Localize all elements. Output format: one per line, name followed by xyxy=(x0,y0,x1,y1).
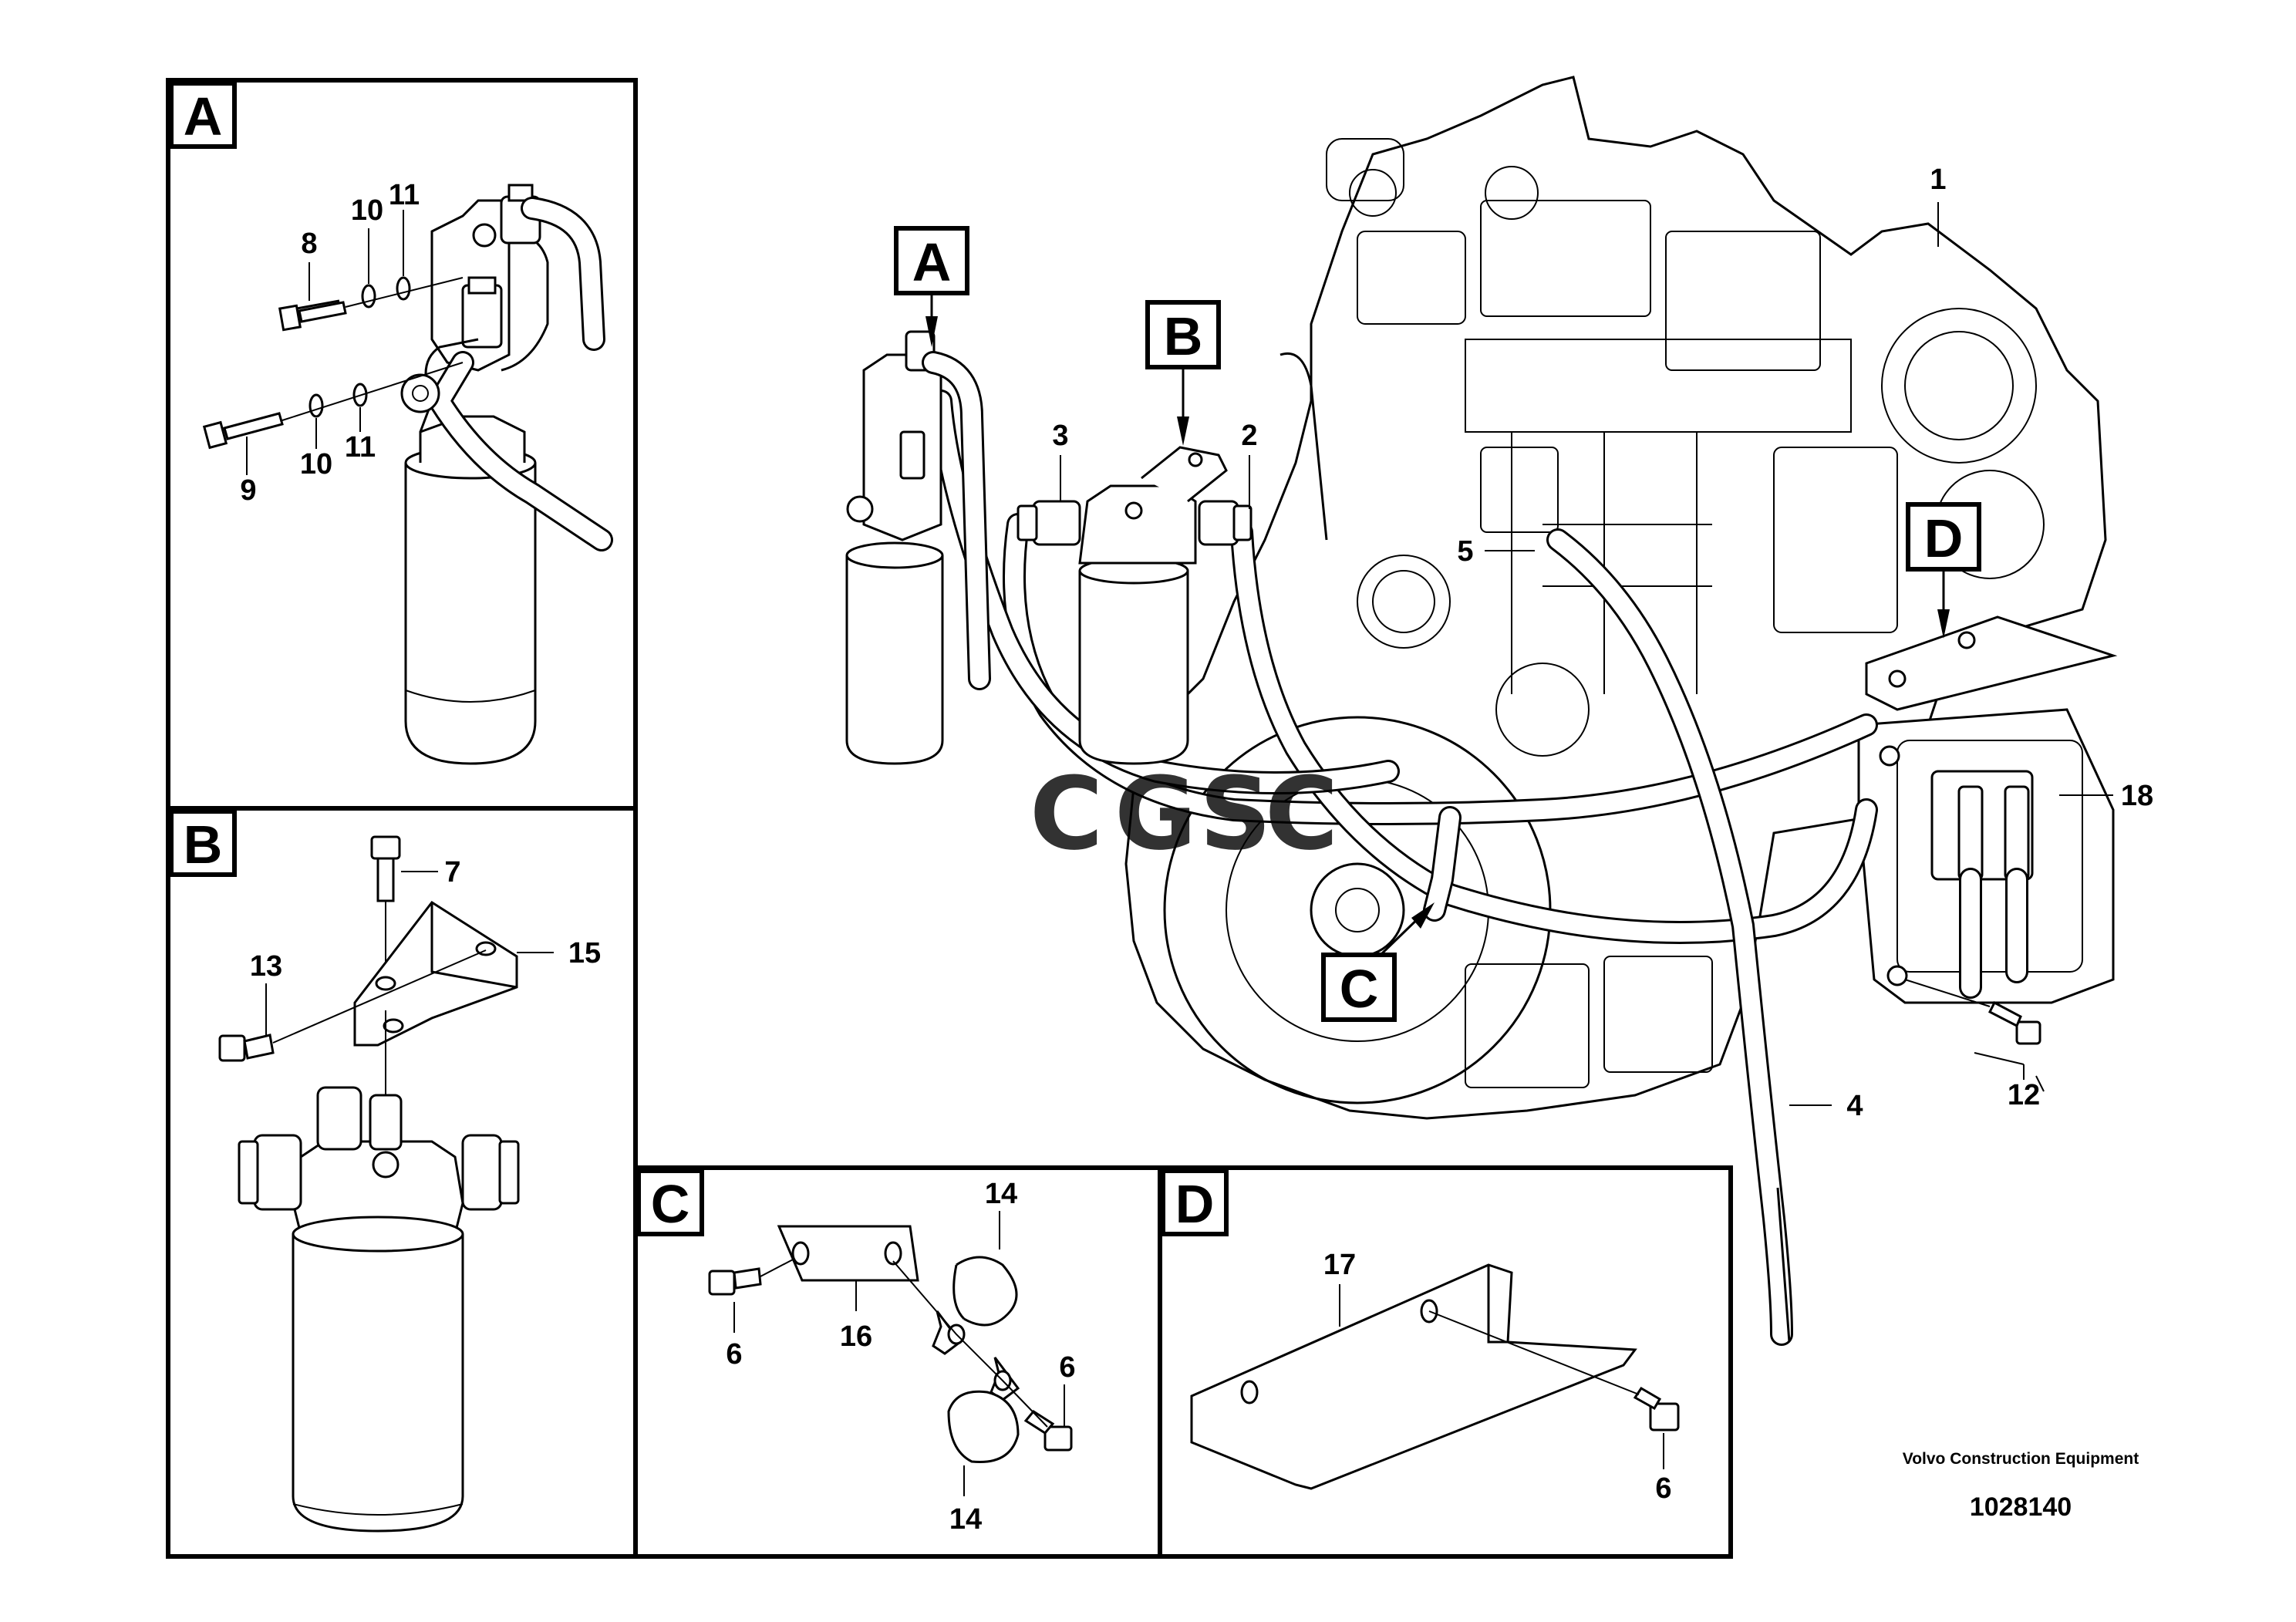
callout-13: 13 xyxy=(250,950,282,983)
callout-14-upper: 14 xyxy=(985,1178,1017,1210)
washer-11a xyxy=(396,276,411,301)
main-leaders xyxy=(1060,202,2113,1106)
svg-text:C: C xyxy=(1030,755,1103,872)
callout-17: 17 xyxy=(1323,1249,1356,1281)
panel-d-label: D xyxy=(1175,1174,1215,1234)
panel-c-label: C xyxy=(651,1174,690,1234)
panel-c: C xyxy=(633,1165,1162,1559)
svg-text:S: S xyxy=(1199,755,1272,872)
bracket-15 xyxy=(353,900,518,1047)
bolt-13 xyxy=(218,949,487,1062)
detail-tag-d: D xyxy=(1906,502,1981,639)
svg-text:C: C xyxy=(1265,755,1338,872)
callout-18: 18 xyxy=(2121,780,2153,812)
company-name: Volvo Construction Equipment xyxy=(1902,1450,2139,1468)
callout-9: 9 xyxy=(240,474,256,507)
plate-17 xyxy=(1190,1263,1637,1490)
washer-10a xyxy=(361,284,376,309)
filter-detail-b xyxy=(238,1086,520,1533)
hoses xyxy=(929,389,1878,1346)
callout-10-upper: 10 xyxy=(351,194,383,227)
panel-d: D 17 6 xyxy=(1158,1165,1733,1559)
panel-b-label-box xyxy=(169,809,237,877)
leader-bolt-9 xyxy=(282,362,464,421)
bracket-16 xyxy=(777,1225,919,1282)
callout-12: 12 xyxy=(2008,1079,2040,1111)
bolt-8 xyxy=(278,299,347,332)
bolt-6-left xyxy=(708,1258,795,1296)
callout-1: 1 xyxy=(1930,164,1946,196)
callout-8: 8 xyxy=(301,228,317,260)
bolt-12 xyxy=(1904,979,2041,1045)
panel-c-label-box xyxy=(636,1168,704,1236)
detail-tag-c: C xyxy=(1321,902,1435,1022)
panel-b-label: B xyxy=(184,814,223,875)
callout-14-lower: 14 xyxy=(949,1503,982,1536)
bolt-6-right xyxy=(1023,1410,1073,1452)
accumulator-detail-a xyxy=(400,184,613,765)
panel-a-label-box xyxy=(169,81,237,149)
callout-6-left: 6 xyxy=(726,1338,742,1371)
detail-tag-a: A xyxy=(894,226,969,347)
callout-11-upper: 11 xyxy=(389,179,420,211)
bolt-9 xyxy=(202,412,284,450)
callout-10-lower: 10 xyxy=(300,448,332,481)
panel-a: A xyxy=(166,78,638,811)
filter-main xyxy=(1017,446,1253,765)
svg-text:D: D xyxy=(1924,508,1964,568)
bracket-d-main xyxy=(1865,615,2118,711)
accumulator-main xyxy=(845,330,991,765)
svg-text:A: A xyxy=(912,232,952,292)
leader-bolt-8 xyxy=(345,277,464,308)
callout-15: 15 xyxy=(568,937,601,969)
watermark-cgsc: C G S C xyxy=(1030,755,1338,872)
washer-10b xyxy=(308,393,324,418)
callout-11-lower: 11 xyxy=(345,431,376,464)
clamp-14-lower xyxy=(947,1357,1020,1464)
svg-text:B: B xyxy=(1164,306,1203,366)
part-number: 1028140 xyxy=(1969,1492,2072,1522)
ecu-18 xyxy=(1857,708,2115,1004)
panel-d-label-box xyxy=(1161,1168,1229,1236)
callout-6-right: 6 xyxy=(1059,1351,1075,1384)
callout-6-d: 6 xyxy=(1655,1472,1671,1505)
panel-a-label: A xyxy=(184,86,223,147)
callout-2: 2 xyxy=(1241,420,1257,452)
bolt-6-d xyxy=(1633,1386,1680,1431)
callout-7: 7 xyxy=(444,856,460,889)
clamp-14-upper xyxy=(932,1256,1018,1355)
svg-text:G: G xyxy=(1114,755,1197,872)
detail-tag-b: B xyxy=(1145,300,1221,446)
callout-16: 16 xyxy=(840,1320,872,1353)
callout-3: 3 xyxy=(1052,420,1068,452)
svg-text:C: C xyxy=(1340,959,1379,1019)
callout-4: 4 xyxy=(1846,1090,1863,1122)
callout-5: 5 xyxy=(1457,535,1473,568)
panel-b: B xyxy=(166,806,638,1559)
